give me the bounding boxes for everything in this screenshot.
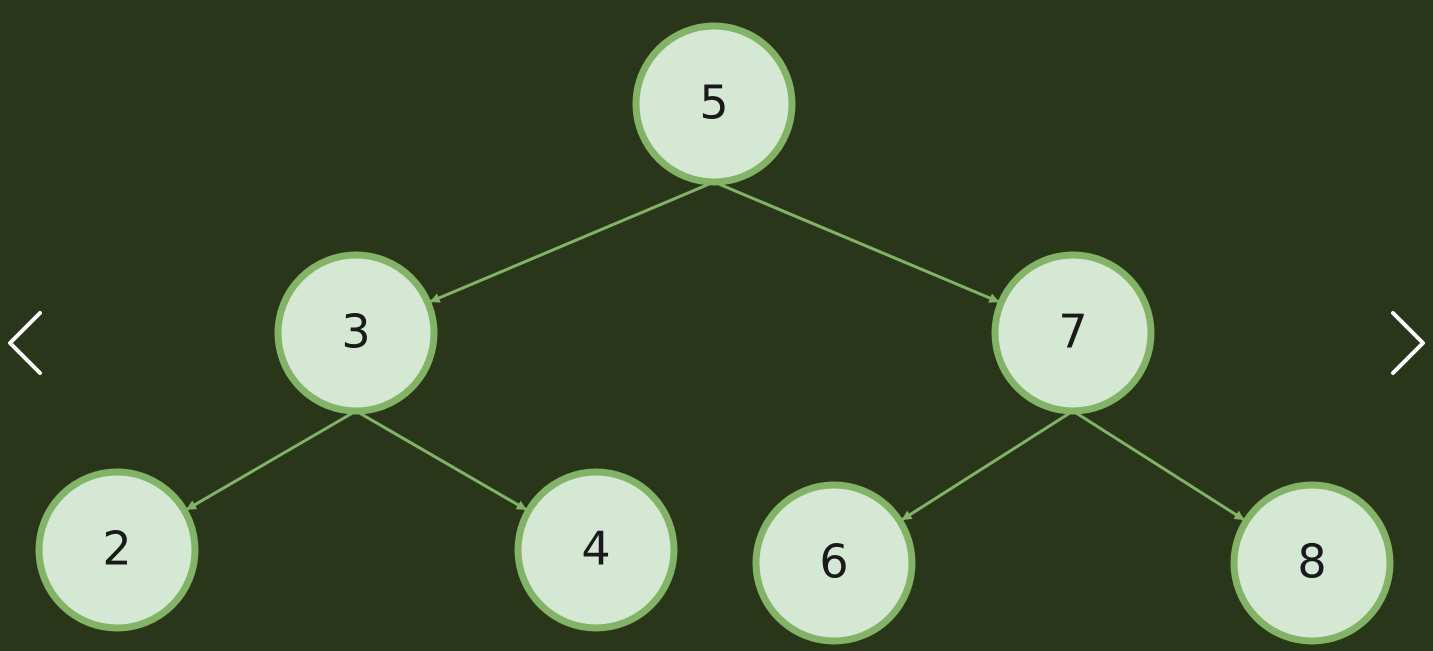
tree-node-label: 2 xyxy=(102,522,131,576)
tree-node-label: 6 xyxy=(819,535,848,589)
previous-slide-button[interactable] xyxy=(0,305,50,380)
tree-node-6: 6 xyxy=(752,481,916,645)
tree-node-8: 8 xyxy=(1230,481,1394,645)
next-slide-button[interactable] xyxy=(1383,305,1433,380)
edge-n7-n8 xyxy=(1072,409,1245,521)
tree-node-circle xyxy=(35,468,199,632)
tree-node-5: 5 xyxy=(632,22,796,186)
edge-n3-n2 xyxy=(186,409,357,511)
tree-node-circle xyxy=(991,251,1155,415)
edge-n7-n6 xyxy=(901,409,1074,521)
edge-n5-n3 xyxy=(429,180,715,303)
tree-node-3: 3 xyxy=(274,251,438,415)
tree-node-circle xyxy=(752,481,916,645)
tree-node-label: 7 xyxy=(1058,305,1087,359)
tree-node-4: 4 xyxy=(514,468,678,632)
tree-node-7: 7 xyxy=(991,251,1155,415)
chevron-right-icon xyxy=(1391,311,1425,375)
chevron-left-icon xyxy=(8,311,42,375)
tree-node-circle xyxy=(1230,481,1394,645)
tree-node-circle xyxy=(274,251,438,415)
tree-node-label: 5 xyxy=(699,76,728,130)
tree-node-2: 2 xyxy=(35,468,199,632)
edge-n3-n4 xyxy=(355,409,527,511)
nodes-layer: 5 3 7 2 4 6 8 xyxy=(35,22,1394,645)
tree-node-label: 3 xyxy=(341,305,370,359)
tree-node-circle xyxy=(514,468,678,632)
tree-node-circle xyxy=(632,22,796,186)
edges-layer xyxy=(186,180,1245,521)
tree-node-label: 4 xyxy=(581,522,610,576)
edge-n5-n7 xyxy=(713,180,1000,303)
tree-node-label: 8 xyxy=(1297,535,1326,589)
